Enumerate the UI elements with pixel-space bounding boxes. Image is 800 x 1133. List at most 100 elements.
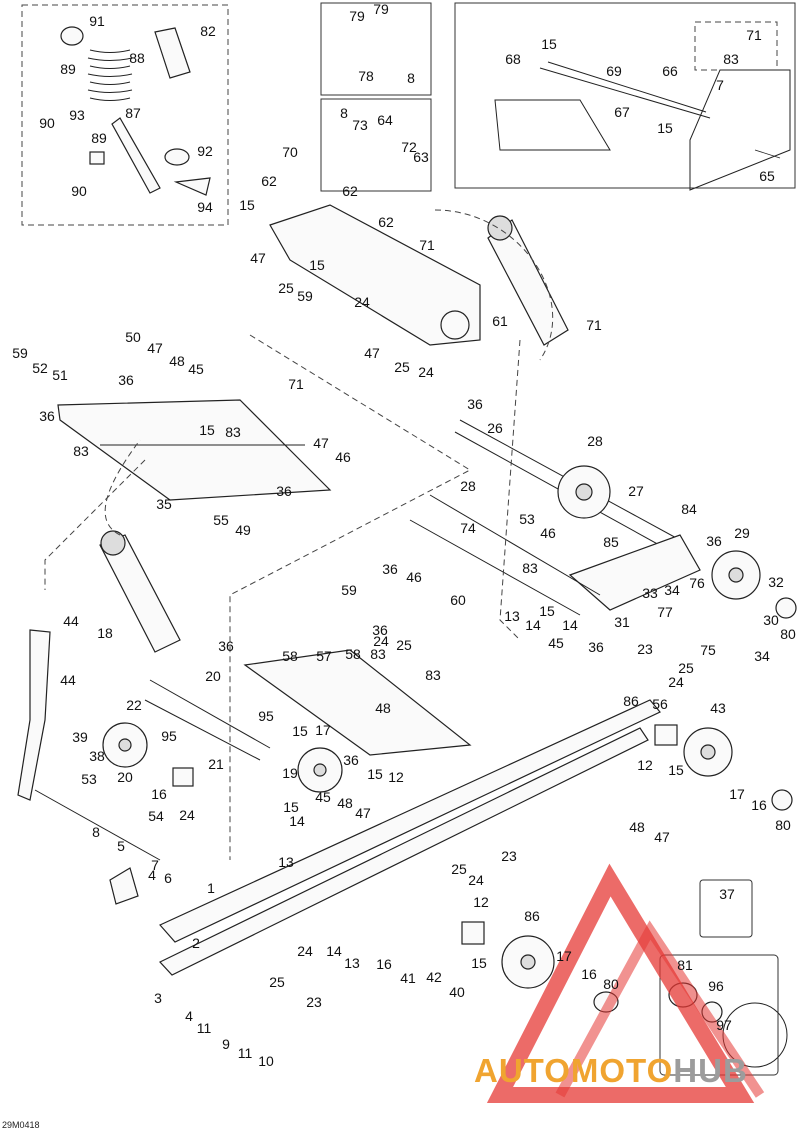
callout-36: 36 <box>276 483 292 499</box>
callout-24: 24 <box>297 943 313 959</box>
part-61-rear-arm <box>269 204 481 346</box>
callout-15: 15 <box>292 723 308 739</box>
callout-24: 24 <box>418 364 434 380</box>
callout-14: 14 <box>562 617 578 633</box>
callout-72: 72 <box>401 139 417 155</box>
callout-62: 62 <box>378 214 394 230</box>
logo-triangle-icon <box>486 863 755 1103</box>
frame-outline-right <box>689 69 791 191</box>
callout-24: 24 <box>179 807 195 823</box>
callout-46: 46 <box>540 525 556 541</box>
callout-16: 16 <box>376 956 392 972</box>
callout-83: 83 <box>723 51 739 67</box>
callout-60: 60 <box>450 592 466 608</box>
connection-line-d <box>499 339 521 641</box>
callout-51: 51 <box>52 367 68 383</box>
callout-84: 84 <box>681 501 697 517</box>
callout-36: 36 <box>39 408 55 424</box>
callout-53: 53 <box>519 511 535 527</box>
callout-62: 62 <box>342 183 358 199</box>
part-12-bracket-lower <box>461 921 485 945</box>
callout-80: 80 <box>780 626 796 642</box>
callout-59: 59 <box>297 288 313 304</box>
callout-36: 36 <box>467 396 483 412</box>
callout-48: 48 <box>629 819 645 835</box>
callout-16: 16 <box>151 786 167 802</box>
callout-43: 43 <box>710 700 726 716</box>
callout-89: 89 <box>60 61 76 77</box>
callout-20: 20 <box>205 668 221 684</box>
callout-29: 29 <box>734 525 750 541</box>
callout-59: 59 <box>341 582 357 598</box>
callout-14: 14 <box>289 813 305 829</box>
callout-11: 11 <box>197 1020 212 1036</box>
callout-24: 24 <box>354 294 370 310</box>
pulley-inset-box <box>320 98 432 192</box>
callout-39: 39 <box>72 729 88 745</box>
callout-44: 44 <box>63 613 79 629</box>
callout-27: 27 <box>628 483 644 499</box>
callout-15: 15 <box>657 120 673 136</box>
callout-23: 23 <box>306 994 322 1010</box>
watermark-part1: AUTOMOTO <box>474 1052 674 1089</box>
callout-73: 73 <box>352 117 368 133</box>
callout-58: 58 <box>282 648 298 664</box>
callout-42: 42 <box>426 969 442 985</box>
callout-20: 20 <box>117 769 133 785</box>
callout-25: 25 <box>451 861 467 877</box>
callout-28: 28 <box>587 433 603 449</box>
callout-79: 79 <box>373 1 389 17</box>
callout-34: 34 <box>664 582 680 598</box>
callout-92: 92 <box>197 143 213 159</box>
callout-80: 80 <box>775 817 791 833</box>
callout-83: 83 <box>370 646 386 662</box>
callout-95: 95 <box>258 708 274 724</box>
callout-40: 40 <box>449 984 465 1000</box>
callout-33: 33 <box>642 585 658 601</box>
callout-23: 23 <box>637 641 653 657</box>
part-95-hub-center <box>313 763 327 777</box>
callout-4: 4 <box>148 867 156 883</box>
callout-47: 47 <box>654 829 670 845</box>
callout-8: 8 <box>340 105 348 121</box>
callout-57: 57 <box>316 648 332 664</box>
callout-38: 38 <box>89 748 105 764</box>
callout-66: 66 <box>662 63 678 79</box>
callout-77: 77 <box>657 604 673 620</box>
arm-hole <box>440 310 470 340</box>
callout-1: 1 <box>207 880 215 896</box>
callout-18: 18 <box>97 625 113 641</box>
part-87-shock <box>111 117 161 194</box>
callout-58: 58 <box>345 646 361 662</box>
callout-36: 36 <box>588 639 604 655</box>
callout-25: 25 <box>269 974 285 990</box>
callout-49: 49 <box>235 522 251 538</box>
part-37-box <box>699 879 753 938</box>
part-39-rod <box>144 699 261 761</box>
callout-15: 15 <box>471 955 487 971</box>
callout-15: 15 <box>239 197 255 213</box>
callout-23: 23 <box>501 848 517 864</box>
part-86-hub-lower <box>520 954 536 970</box>
callout-16: 16 <box>581 966 597 982</box>
part-80-cap-b <box>771 789 793 811</box>
callout-56: 56 <box>652 696 668 712</box>
callout-83: 83 <box>522 560 538 576</box>
part-12-bracket-left <box>172 767 194 787</box>
part-53-rod <box>409 519 581 616</box>
callout-47: 47 <box>355 805 371 821</box>
callout-36: 36 <box>382 561 398 577</box>
callout-26: 26 <box>487 420 503 436</box>
callout-12: 12 <box>637 757 653 773</box>
part-86-hub-upper <box>700 744 716 760</box>
callout-74: 74 <box>460 520 476 536</box>
callout-97: 97 <box>716 1017 732 1033</box>
part-27-hub <box>575 483 593 501</box>
callout-47: 47 <box>364 345 380 361</box>
callout-30: 30 <box>763 612 779 628</box>
callout-15: 15 <box>367 766 383 782</box>
callout-25: 25 <box>394 359 410 375</box>
part-94-plate <box>173 177 211 196</box>
